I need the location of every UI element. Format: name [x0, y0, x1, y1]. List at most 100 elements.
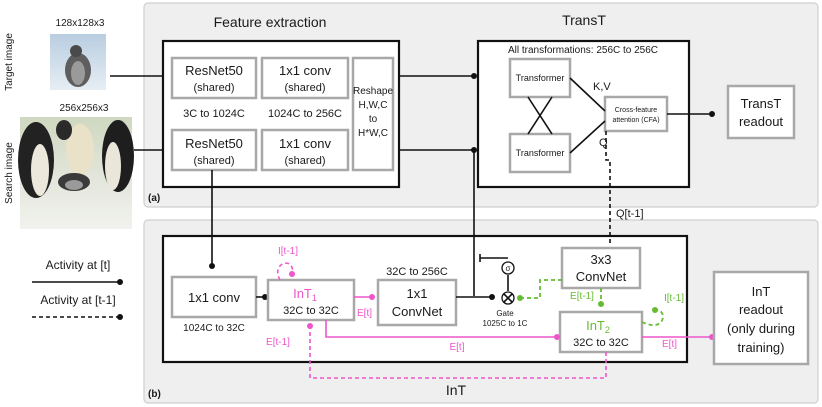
q-connector: [569, 120, 606, 154]
int2-et-label: E[t]: [662, 339, 677, 350]
kv-label: K,V: [593, 81, 611, 93]
fe-to-transt-top-dot: [471, 73, 477, 79]
int2-box: [558, 310, 644, 354]
convnet1x1-caption: 32C to 256C: [386, 266, 448, 278]
conv-to-int1-dot: [262, 294, 268, 300]
sigma-label: σ: [506, 264, 511, 273]
transformer-bottom-box: [508, 132, 572, 174]
legend-activity-t1-label: Activity at [t-1]: [40, 293, 115, 307]
conv1x1-bottom-shared: (shared): [285, 155, 326, 167]
conv1x1-top-label: 1x1 conv: [279, 63, 332, 78]
panel-b-tag: (b): [148, 389, 161, 400]
int2-label: InT2: [586, 318, 610, 335]
reshape-line-4: H*W,C: [358, 128, 388, 139]
search-image: [18, 117, 134, 229]
int-et-mid-label: E[t]: [449, 342, 464, 353]
reshape-line-2: H,W,C: [359, 100, 388, 111]
int2-recurrent-label: I[t-1]: [664, 293, 684, 304]
target-dim-label: 128x128x3: [56, 18, 105, 29]
multiply-x-b: [503, 293, 513, 303]
green-et1-label: E[t-1]: [570, 291, 594, 302]
int1-dims: 32C to 32C: [283, 305, 339, 317]
cfa-box: [603, 95, 669, 133]
int2-to-int1-feedback-dot: [307, 323, 313, 329]
q-t1-dashed-line: [605, 131, 611, 246]
int1-to-convnet-dot: [369, 294, 375, 300]
int2-recurrent-loop: [641, 309, 664, 326]
convnet1x1-box: [376, 278, 458, 327]
kv-connector: [569, 77, 606, 112]
transformer-top-label: Transformer: [516, 73, 565, 83]
q-t1-label: Q[t-1]: [616, 208, 644, 220]
green-gate-dot: [517, 295, 523, 301]
conv1x1-bottom-label: 1x1 conv: [279, 136, 332, 151]
int1-recurrent-dot: [289, 271, 295, 277]
cfa-line-1: Cross-feature: [615, 107, 658, 114]
int-readout-box: [712, 270, 810, 366]
green-int2-dot: [598, 301, 604, 307]
search-image-label: Search image: [4, 142, 15, 204]
int2-dims: 32C to 32C: [573, 337, 629, 349]
resnet50-bottom-shared: (shared): [194, 155, 235, 167]
convnet3x3-line-2: ConvNet: [576, 269, 627, 284]
feature-extraction-title: Feature extraction: [214, 14, 327, 30]
target-image-label: Target image: [4, 33, 15, 91]
convnet1x1-line-1: 1x1: [407, 286, 428, 301]
green-et1-to-gate: [520, 279, 562, 299]
transt-subtitle: All transformations: 256C to 256C: [508, 45, 658, 56]
legend-activity-t-label: Activity at [t]: [46, 258, 111, 272]
int2-to-int1-feedback: [309, 328, 607, 379]
sigma-circle: [501, 261, 515, 275]
resnet50-bottom-label: ResNet50: [185, 136, 243, 151]
transt-readout-box: [726, 84, 796, 140]
reshape-line-3: to: [369, 114, 378, 125]
int1-label: InT1: [293, 286, 317, 303]
convnet3x3-line-1: 3x3: [591, 252, 612, 267]
reshape-line-1: Reshape: [353, 86, 393, 97]
int-title: InT: [446, 382, 467, 398]
resnet50-top-box: [170, 56, 258, 100]
resnet50-top-label: ResNet50: [185, 63, 243, 78]
gate-dims: 1025C to 1C: [483, 319, 528, 328]
cfa-line-2: attention (CFA): [612, 117, 659, 124]
conv1x1-bottom-box: [260, 128, 350, 172]
q-label: Q: [599, 137, 608, 149]
int-readout-line-3: (only during: [727, 321, 795, 336]
conv-caption: 1024C to 256C: [268, 108, 342, 120]
legend-solid-dot: [117, 279, 123, 285]
transformer-cross-b: [527, 96, 553, 135]
int1-box: [266, 278, 356, 322]
int-conv1x1-label: 1x1 conv: [188, 290, 241, 305]
resnet-to-conv-dot: [209, 263, 215, 269]
int1-et-label: E[t]: [357, 308, 372, 319]
resnet-caption: 3C to 1024C: [183, 108, 245, 120]
transformer-bottom-label: Transformer: [516, 148, 565, 158]
transt-title: TransT: [562, 12, 606, 28]
int2-recurrent-dot: [652, 307, 658, 313]
transformer-top-box: [508, 57, 572, 99]
int-readout-line-1: InT: [752, 284, 771, 299]
conv1x1-top-shared: (shared): [285, 82, 326, 94]
int1-et1-label: E[t-1]: [266, 337, 290, 348]
int-conv1x1-box: [170, 275, 258, 319]
int-readout-line-2: readout: [739, 302, 783, 317]
gate-label: Gate: [496, 309, 514, 318]
int-conv1x1-caption: 1024C to 32C: [183, 323, 245, 334]
convnet1x1-line-2: ConvNet: [392, 304, 443, 319]
reshape-box: [351, 56, 395, 172]
int1-recurrent-label: I[t-1]: [278, 246, 298, 257]
search-dim-label: 256x256x3: [60, 103, 109, 114]
legend-dashed-dot: [117, 314, 123, 320]
int1-to-int2-et-dot: [554, 334, 560, 340]
transt-readout-line-1: TransT: [741, 96, 782, 111]
panel-a-tag: (a): [148, 193, 160, 204]
target-image: [50, 34, 106, 90]
int1-to-int2-et-line: [325, 320, 557, 338]
resnet50-bottom-box: [170, 128, 258, 172]
conv1x1-top-box: [260, 56, 350, 100]
int-readout-line-4: training): [738, 340, 785, 355]
transt-readout-line-2: readout: [739, 114, 783, 129]
convnet-to-gate-dot: [489, 294, 495, 300]
cfa-to-readout-dot: [709, 111, 715, 117]
